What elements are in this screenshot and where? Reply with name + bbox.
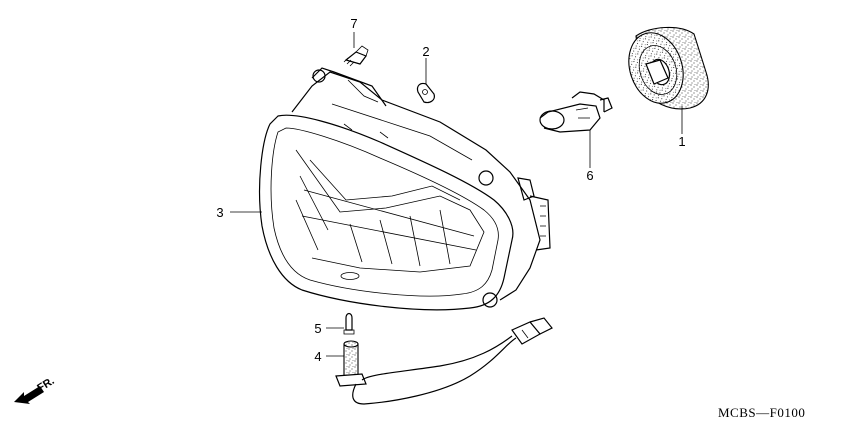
headlight-unit — [258, 67, 551, 311]
callout-3: 3 — [216, 205, 223, 220]
diagram-code: MCBS—F0100 — [718, 405, 805, 420]
screw — [343, 45, 369, 67]
socket-wire-harness — [335, 317, 553, 405]
headlight-bulb — [539, 91, 613, 133]
front-direction-arrow-icon — [14, 386, 44, 404]
callout-4: 4 — [314, 349, 321, 364]
leader-lines — [230, 32, 683, 357]
callout-6: 6 — [586, 168, 593, 183]
clip — [416, 82, 435, 104]
callout-5: 5 — [314, 321, 321, 336]
callout-7: 7 — [350, 16, 357, 31]
callout-1: 1 — [678, 134, 685, 149]
position-bulb — [343, 312, 355, 335]
dust-cover — [628, 26, 709, 110]
callout-2: 2 — [422, 44, 429, 59]
